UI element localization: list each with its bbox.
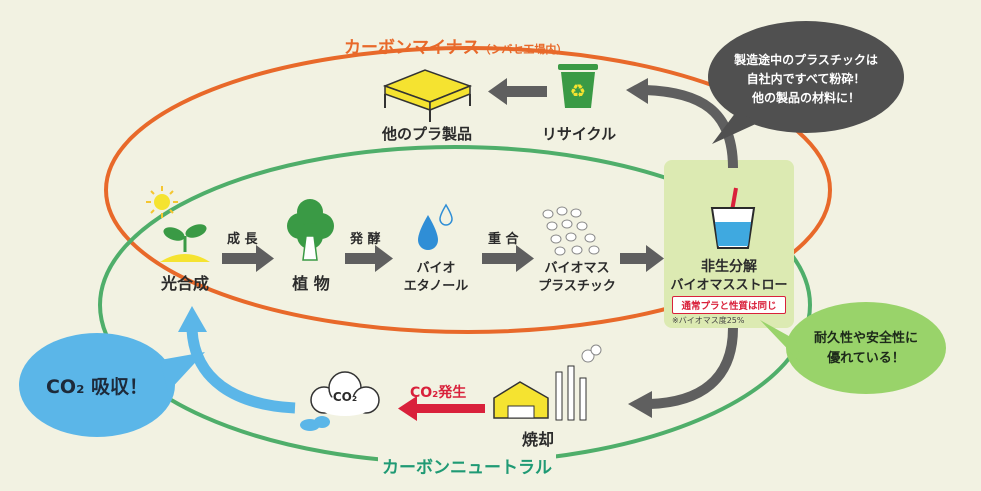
bio-ethanol-label-1: バイオ xyxy=(416,261,456,276)
recycle-bin-icon: ♻ xyxy=(558,64,598,108)
cup-straw-icon xyxy=(710,187,756,249)
straw-to-incineration-arrow xyxy=(649,327,738,409)
photosynthesis-label: 光合成 xyxy=(160,274,209,293)
sprout-icon xyxy=(160,224,210,262)
crush-bubble xyxy=(708,21,904,144)
straw-to-recycle-arrow xyxy=(644,85,738,169)
water-drop-icon xyxy=(418,203,453,250)
fermentation-label: 発 酵 xyxy=(350,232,381,247)
svg-text:♻: ♻ xyxy=(570,81,586,102)
carbon-minus-title: カーボンマイナス（シバセ工場内） xyxy=(344,33,567,58)
straw-badge: 通常プラと性質は同じ xyxy=(672,296,786,314)
straw-label-1: 非生分解 xyxy=(701,259,757,275)
fermentation-arrow xyxy=(345,245,393,272)
carbon-minus-label: カーボンマイナス xyxy=(344,38,480,58)
straw-label-2: バイオマスストロー xyxy=(670,278,788,293)
crush-text-1: 製造途中のプラスチックは xyxy=(734,53,878,67)
co2-emission-arrow xyxy=(398,396,485,421)
bioplastic-label-2: プラスチック xyxy=(538,279,616,294)
recycle-label: リサイクル xyxy=(541,125,617,143)
co2-cloud-label: CO₂ xyxy=(332,390,358,404)
co2-absorb-arrow xyxy=(186,329,296,414)
straw-note: ※バイオマス度25% xyxy=(672,316,745,325)
crush-text-3: 他の製品の材料に！ xyxy=(751,91,860,105)
incineration-label: 焼却 xyxy=(521,430,554,449)
co2-absorb-text: CO₂ 吸収！ xyxy=(45,376,149,398)
tree-icon xyxy=(287,199,334,261)
bioplastic-label-1: バイオマス xyxy=(544,261,610,276)
durable-bubble xyxy=(760,302,946,394)
growth-arrow xyxy=(222,245,274,272)
carbon-neutral-title: カーボンニュートラル xyxy=(378,453,556,478)
process-arrows xyxy=(222,78,664,272)
pallet-icon xyxy=(382,69,473,122)
durable-text-2: 優れている！ xyxy=(827,351,905,366)
crush-text-2: 自社内ですべて粉砕！ xyxy=(746,72,866,86)
growth-label: 成 長 xyxy=(227,232,258,247)
plant-label: 植 物 xyxy=(292,274,330,293)
carbon-minus-loop xyxy=(104,46,832,334)
to-straw-arrow xyxy=(620,245,664,272)
polymerization-arrow xyxy=(482,245,534,272)
other-products-label: 他のプラ製品 xyxy=(381,125,472,143)
recycle-to-products-arrow xyxy=(488,78,547,105)
co2-absorb-bubble xyxy=(19,333,205,437)
factory-icon xyxy=(493,344,602,421)
sun-icon xyxy=(146,186,178,218)
co2-cloud-icon xyxy=(300,371,380,431)
co2-emission-label: CO₂発生 xyxy=(410,385,467,401)
polymerization-label: 重 合 xyxy=(488,232,519,247)
durable-text-1: 耐久性や安全性に xyxy=(813,331,918,346)
carbon-minus-sub: （シバセ工場内） xyxy=(479,43,568,56)
bio-ethanol-label-2: エタノール xyxy=(403,279,469,294)
plastic-pellets-icon xyxy=(542,206,600,256)
